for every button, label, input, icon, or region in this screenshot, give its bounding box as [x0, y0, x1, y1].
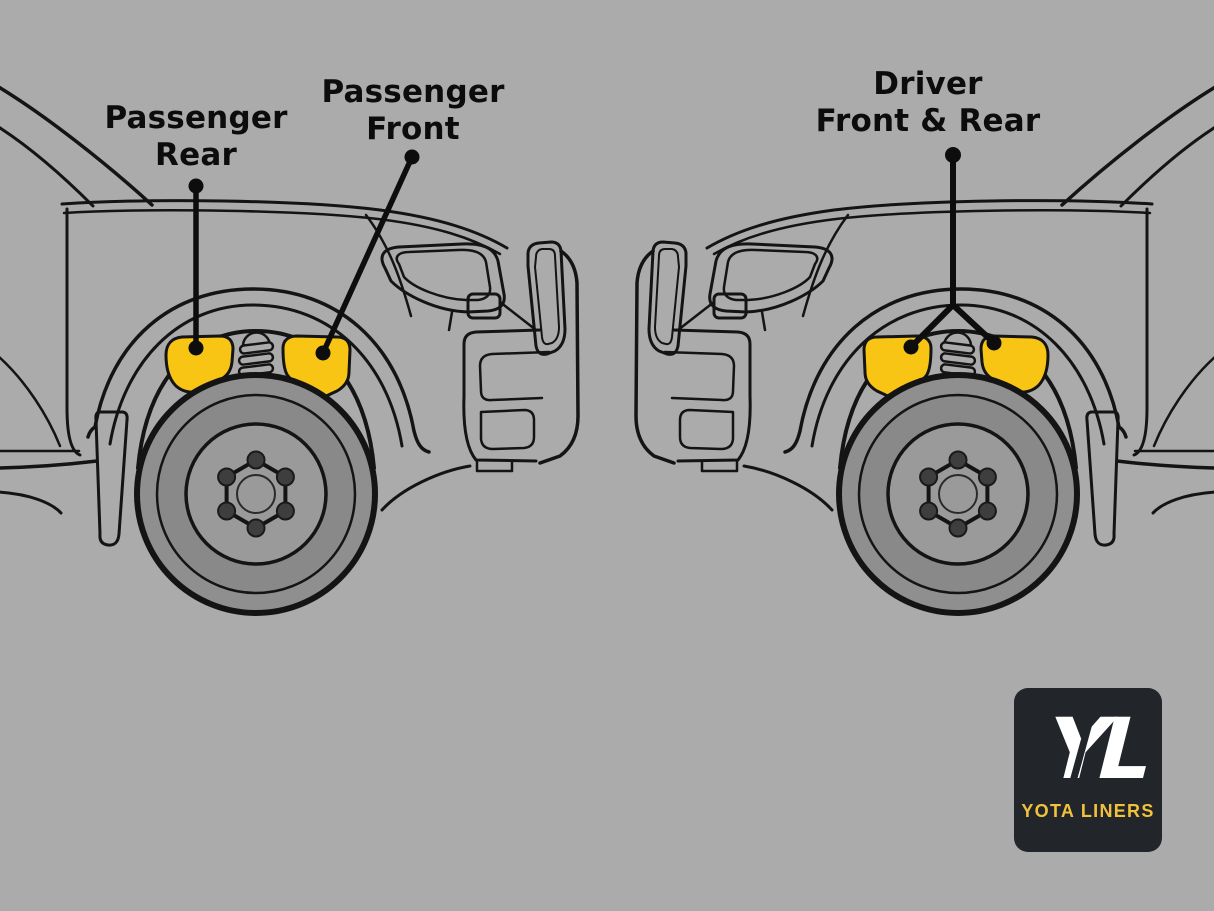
label-passenger-rear: Passenger Rear	[104, 100, 287, 174]
yota-liners-logo: YL YOTA LINERS	[1014, 688, 1162, 852]
yl-monogram-text: YL	[1035, 701, 1155, 798]
monogram-slash	[1065, 697, 1100, 797]
leader-lines	[188, 147, 1002, 361]
label-driver-line1: Driver	[873, 66, 983, 102]
label-driver-front-rear: Driver Front & Rear	[816, 66, 1041, 140]
label-driver-line2: Front & Rear	[815, 103, 1041, 139]
label-passenger-rear-line1: Passenger	[104, 100, 288, 136]
label-passenger-front-line2: Front	[366, 111, 460, 147]
truck-driver-side	[636, 86, 1214, 613]
yl-monogram-icon: YL	[1035, 697, 1155, 799]
leader-passenger-front	[315, 149, 420, 361]
leader-passenger-rear	[188, 178, 204, 356]
label-passenger-front: Passenger Front	[321, 74, 504, 148]
truck-passenger-side	[0, 86, 578, 613]
logo-brand-text: YOTA LINERS	[1021, 801, 1155, 821]
leader-driver-front-rear	[903, 147, 1002, 355]
label-passenger-rear-line2: Rear	[155, 137, 237, 173]
label-passenger-front-line1: Passenger	[321, 74, 505, 110]
